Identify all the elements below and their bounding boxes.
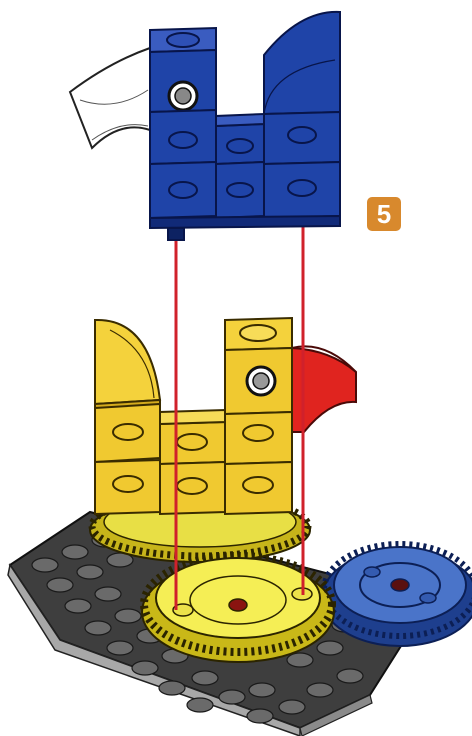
blue-cube-assembly-icon xyxy=(70,12,340,240)
blue-gear-icon xyxy=(322,544,472,646)
step-number-badge: 5 xyxy=(367,197,401,231)
yellow-cube-assembly-icon xyxy=(95,318,356,514)
